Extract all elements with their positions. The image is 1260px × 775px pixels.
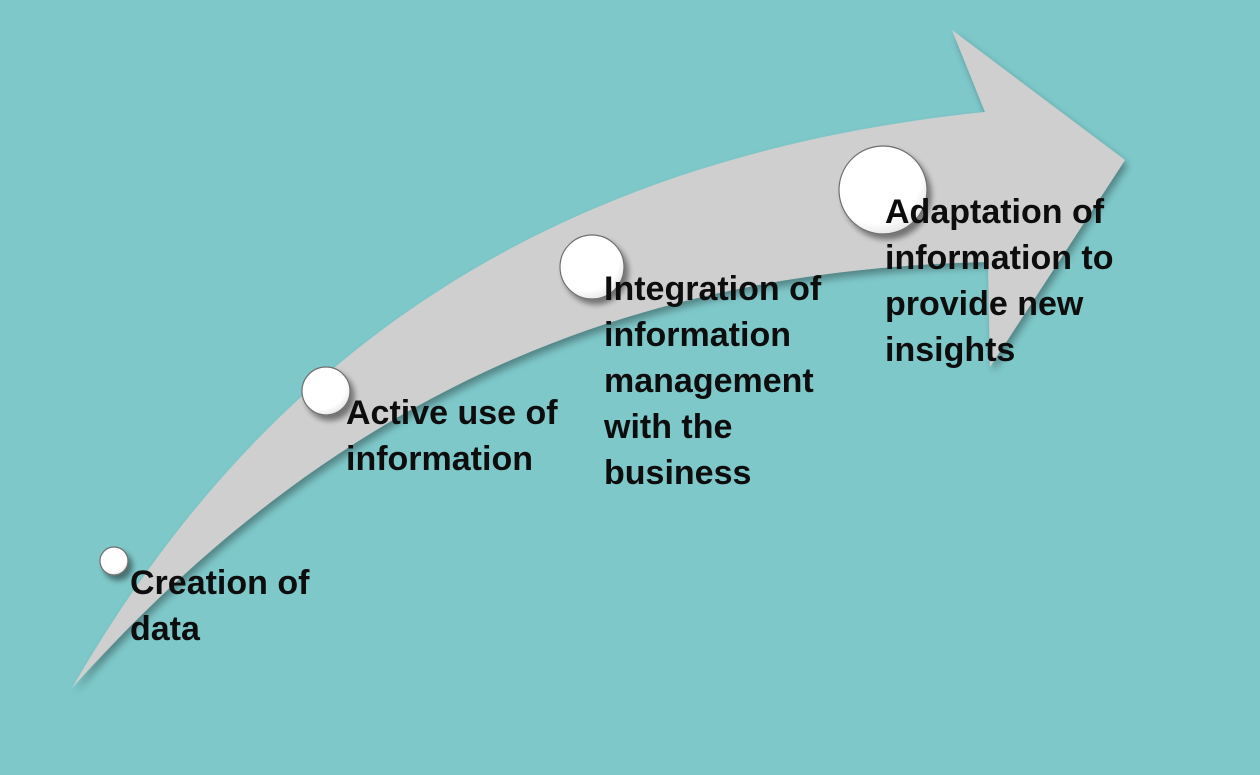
step-3-circle [559,234,625,300]
step-2-circle [301,366,351,416]
step-1-circle [99,546,129,576]
step-4-circle [838,145,928,235]
step-1-label: Creation of data [130,564,310,648]
step-2-label: Active use of information [346,394,558,478]
step-3-label: Integration of information management wi… [604,270,822,492]
step-4-label: Adaptation of information to provide new… [885,193,1114,369]
